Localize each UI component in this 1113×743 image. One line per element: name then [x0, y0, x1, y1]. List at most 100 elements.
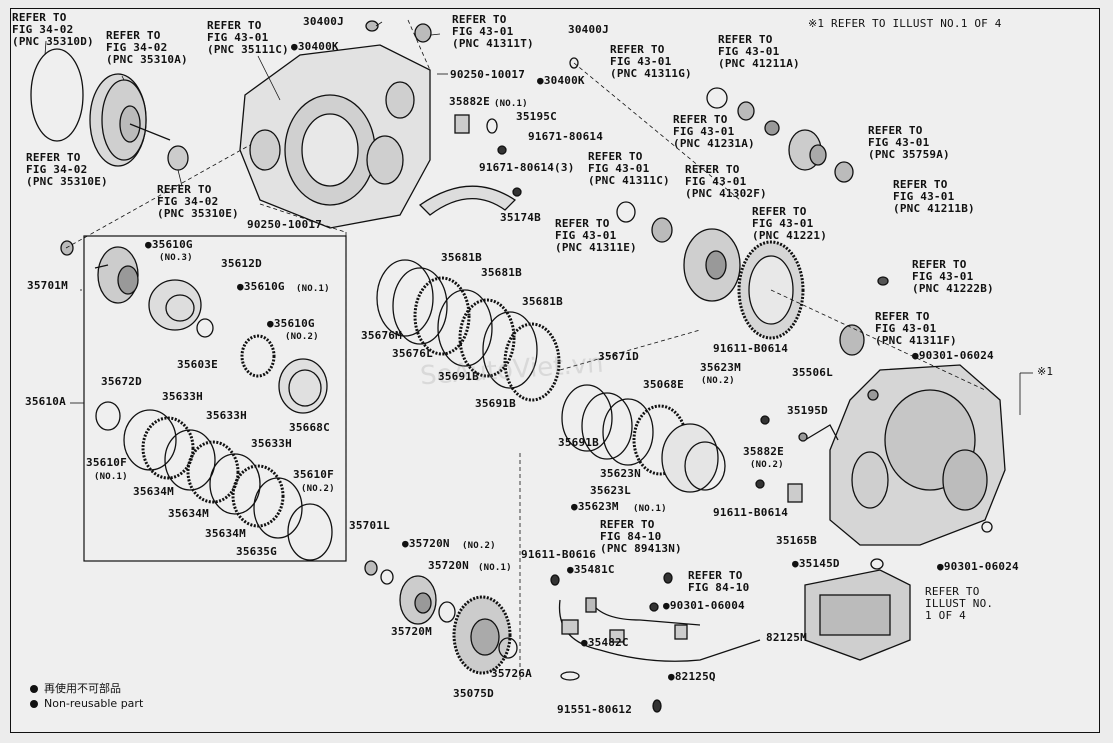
- part-35174b[interactable]: 35174B: [500, 211, 541, 224]
- ref-fig-43-01-41311t[interactable]: REFER TO FIG 43-01 (PNC 41311T): [452, 13, 534, 50]
- part-35610g-no2[interactable]: ●35610G: [267, 317, 315, 330]
- ref-fig-43-01-41211b[interactable]: REFER TO FIG 43-01 (PNC 41211B): [893, 178, 975, 215]
- part-35720n-no2[interactable]: ●35720N: [402, 537, 450, 550]
- part-35720n-no1[interactable]: 35720N: [428, 559, 469, 572]
- part-35610f-no2[interactable]: 35610F: [293, 468, 334, 481]
- part-35671d[interactable]: 35671D: [598, 350, 639, 363]
- clutch-plate-stack-c: [561, 384, 726, 493]
- part-35610g-no2-note: (NO.2): [285, 332, 319, 342]
- part-35701m[interactable]: 35701M: [27, 279, 68, 292]
- part-35623m-no2-note: (NO.2): [701, 376, 735, 386]
- ref-fig-43-01-41302f[interactable]: REFER TO FIG 43-01 (PNC 41302F): [685, 163, 767, 200]
- part-35623m-no1[interactable]: ●35623M: [571, 500, 619, 513]
- part-35681b-b[interactable]: 35681B: [481, 266, 522, 279]
- part-35681b-a[interactable]: 35681B: [441, 251, 482, 264]
- part-91611-b0614-a[interactable]: 91611-B0614: [713, 342, 789, 355]
- part-35623m-no2[interactable]: 35623M: [700, 361, 741, 374]
- part-30400j-b[interactable]: 30400J: [568, 23, 609, 36]
- part-35691b-b[interactable]: 35691B: [475, 397, 516, 410]
- filled-dot-icon: [30, 700, 38, 708]
- clutch-plate-stack-a: [95, 401, 333, 561]
- part-90250-10017-a[interactable]: 90250-10017: [450, 68, 526, 81]
- part-35720n-no1-note: (NO.1): [478, 563, 512, 573]
- part-35634m-b[interactable]: 35634M: [168, 507, 209, 520]
- part-35623l[interactable]: 35623L: [590, 484, 631, 497]
- part-35676l[interactable]: 35676L: [392, 347, 433, 360]
- part-35195c[interactable]: 35195C: [516, 110, 557, 123]
- part-91611-b0616[interactable]: 91611-B0616: [521, 548, 597, 561]
- part-35633h-a[interactable]: 35633H: [162, 390, 203, 403]
- part-35610f-no2-note: (NO.2): [301, 484, 335, 494]
- ref-fig-43-01-41231a[interactable]: REFER TO FIG 43-01 (PNC 41231A): [673, 113, 755, 150]
- ref-fig-34-02-35310e-a[interactable]: REFER TO FIG 34-02 (PNC 35310E): [26, 151, 108, 188]
- part-35701l[interactable]: 35701L: [349, 519, 390, 532]
- part-82125q[interactable]: ●82125Q: [668, 670, 716, 683]
- part-35634m-a[interactable]: 35634M: [133, 485, 174, 498]
- part-35633h-b[interactable]: 35633H: [206, 409, 247, 422]
- ref-fig-34-02-35310a[interactable]: REFER TO FIG 34-02 (PNC 35310A): [106, 29, 188, 66]
- ref-fig-43-01-35759a[interactable]: REFER TO FIG 43-01 (PNC 35759A): [868, 124, 950, 161]
- ref-fig-43-01-41311g[interactable]: REFER TO FIG 43-01 (PNC 41311G): [610, 43, 692, 80]
- part-30400k-a[interactable]: ●30400K: [291, 40, 339, 53]
- part-35610f-no1[interactable]: 35610F: [86, 456, 127, 469]
- direct-clutch-drum: [94, 246, 139, 304]
- part-91671-80614[interactable]: 91671-80614: [528, 130, 604, 143]
- part-35610g-no1[interactable]: ●35610G: [237, 280, 285, 293]
- part-35068e[interactable]: 35068E: [643, 378, 684, 391]
- part-90301-06024-b[interactable]: ●90301-06024: [937, 560, 1019, 573]
- part-35691b-a[interactable]: 35691B: [438, 370, 479, 383]
- ref-fig-84-10-89413n[interactable]: REFER TO FIG 84-10 (PNC 89413N): [600, 518, 682, 555]
- part-90250-10017-b[interactable]: 90250-10017: [247, 218, 323, 231]
- ref-fig-43-01-41311f[interactable]: REFER TO FIG 43-01 (PNC 41311F): [875, 310, 957, 347]
- part-35720m[interactable]: 35720M: [391, 625, 432, 638]
- part-35610g-no3[interactable]: ●35610G: [145, 238, 193, 251]
- part-35195d[interactable]: 35195D: [787, 404, 828, 417]
- ref-fig-43-01-41211a[interactable]: REFER TO FIG 43-01 (PNC 41211A): [718, 33, 800, 70]
- part-35726a[interactable]: 35726A: [491, 667, 532, 680]
- part-35635g[interactable]: 35635G: [236, 545, 277, 558]
- ref-fig-43-01-41311e[interactable]: REFER TO FIG 43-01 (PNC 41311E): [555, 217, 637, 254]
- part-35145d[interactable]: ●35145D: [792, 557, 840, 570]
- part-90301-06004[interactable]: ●90301-06004: [663, 599, 745, 612]
- part-35634m-c[interactable]: 35634M: [205, 527, 246, 540]
- part-35633h-c[interactable]: 35633H: [251, 437, 292, 450]
- part-35481c[interactable]: ●35481C: [567, 563, 615, 576]
- part-35482c[interactable]: ●35482C: [581, 636, 629, 649]
- part-35623n[interactable]: 35623N: [600, 467, 641, 480]
- part-90301-06024-a[interactable]: ●90301-06024: [912, 349, 994, 362]
- part-35506l[interactable]: 35506L: [792, 366, 833, 379]
- part-35075d[interactable]: 35075D: [453, 687, 494, 700]
- ref-fig-34-02-35310e-b[interactable]: REFER TO FIG 34-02 (PNC 35310E): [157, 183, 239, 220]
- differential-assembly: [683, 228, 741, 302]
- part-35165b[interactable]: 35165B: [776, 534, 817, 547]
- part-35681b-c[interactable]: 35681B: [522, 295, 563, 308]
- ref-fig-84-10[interactable]: REFER TO FIG 84-10: [688, 569, 750, 594]
- part-30400k-b[interactable]: ●30400K: [537, 74, 585, 87]
- clutch-plate-stack-b: [376, 259, 561, 402]
- part-35882e-no1[interactable]: 35882E: [449, 95, 490, 108]
- part-35672d[interactable]: 35672D: [101, 375, 142, 388]
- part-91671-80614-3[interactable]: 91671-80614(3): [479, 161, 575, 174]
- baffle-plate: [418, 185, 517, 216]
- ref-fig-43-01-35111c[interactable]: REFER TO FIG 43-01 (PNC 35111C): [207, 19, 289, 56]
- ref-fig-43-01-41221[interactable]: REFER TO FIG 43-01 (PNC 41221): [752, 205, 828, 242]
- part-35882e-no2[interactable]: 35882E: [743, 445, 784, 458]
- part-35610a[interactable]: 35610A: [25, 395, 66, 408]
- planetary-gear: [399, 575, 437, 625]
- part-35603e[interactable]: 35603E: [177, 358, 218, 371]
- ref-fig-34-02-35310d[interactable]: REFER TO FIG 34-02 (PNC 35310D): [12, 11, 94, 48]
- valve-body: [804, 569, 911, 661]
- part-35676m[interactable]: 35676M: [361, 329, 402, 342]
- ref-illust-1-of-4[interactable]: REFER TO ILLUST NO. 1 OF 4: [925, 585, 994, 622]
- legend-text-jp: 再使用不可部品: [44, 682, 121, 695]
- part-91551-80612[interactable]: 91551-80612: [557, 703, 633, 716]
- part-30400j-a[interactable]: 30400J: [303, 15, 344, 28]
- ref-fig-43-01-41222b[interactable]: REFER TO FIG 43-01 (PNC 41222B): [912, 258, 994, 295]
- part-91611-b0614-b[interactable]: 91611-B0614: [713, 506, 789, 519]
- ref-fig-43-01-41311c[interactable]: REFER TO FIG 43-01 (PNC 41311C): [588, 150, 670, 187]
- part-35691b-c[interactable]: 35691B: [558, 436, 599, 449]
- part-82125m[interactable]: 82125M: [766, 631, 807, 644]
- part-35668c[interactable]: 35668C: [289, 421, 330, 434]
- part-35612d[interactable]: 35612D: [221, 257, 262, 270]
- part-35882e-no2-note: (NO.2): [750, 460, 784, 470]
